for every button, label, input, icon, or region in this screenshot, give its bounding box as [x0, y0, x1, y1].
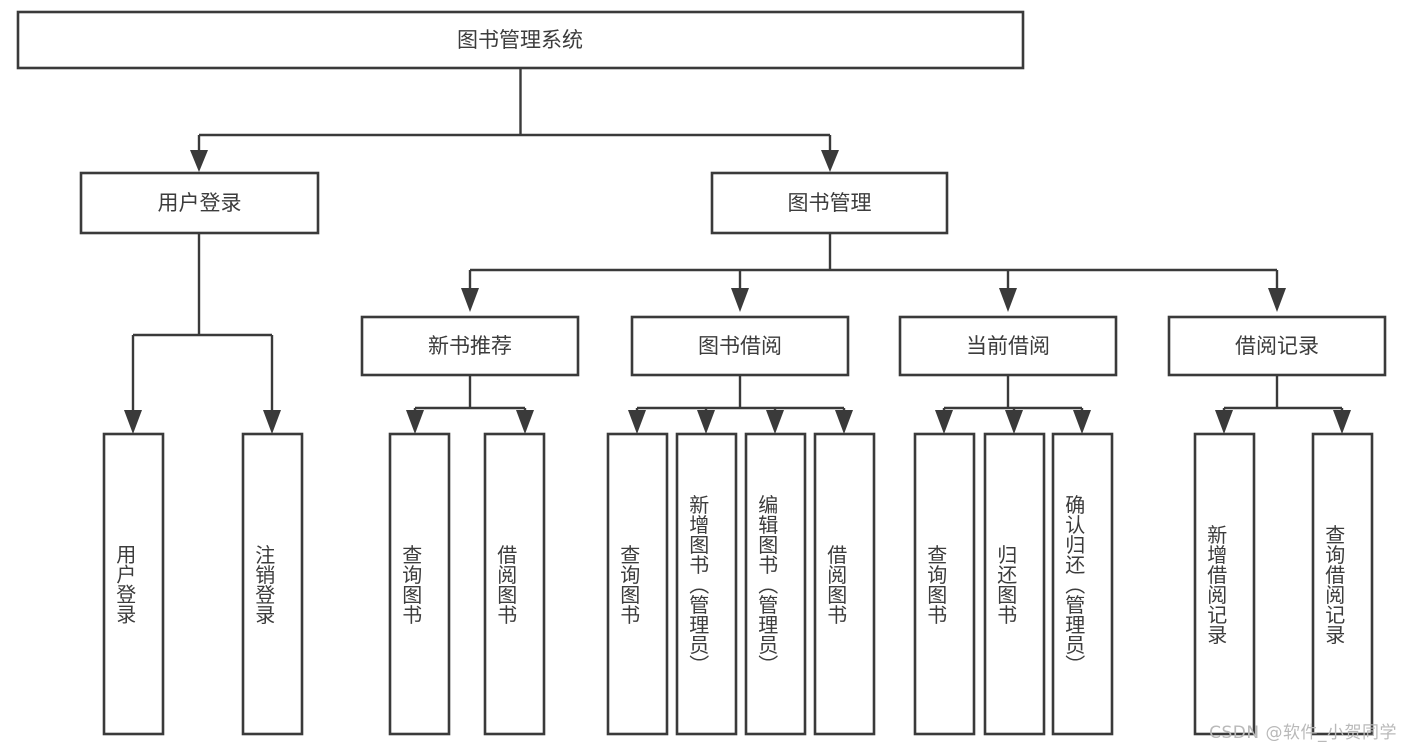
arrow-newbook-leaf-1 [406, 410, 424, 434]
node-book-borrow-label: 图书借阅 [698, 334, 782, 358]
node-user-login-box[interactable] [79, 171, 320, 235]
node-root-box[interactable] [16, 10, 1025, 70]
node-current-borrow[interactable]: 当前借阅 [898, 315, 1118, 377]
node-user-login[interactable]: 用户登录 [79, 171, 320, 235]
leaf-current-borrow-1-box[interactable] [913, 432, 976, 736]
leaf-current-borrow-1[interactable]: 查询图书 [913, 432, 976, 736]
leaf-borrow-record-1-box[interactable] [1193, 432, 1256, 736]
leaf-user-login-1-box[interactable] [102, 432, 165, 736]
arrow-currentborrow-leaf-3 [1073, 410, 1091, 434]
arrow-userlogin-leaf-1 [124, 410, 142, 434]
node-user-login-label: 用户登录 [158, 191, 242, 215]
arrow-bookmgmt-child-4 [1268, 288, 1286, 312]
leaf-new-book-2-label: 借阅图书 [494, 544, 518, 624]
leaf-borrow-record-1-label: 新增借阅记录 [1204, 524, 1228, 644]
arrow-currentborrow-leaf-2 [1005, 410, 1023, 434]
leaf-book-borrow-1-label: 查询图书 [617, 544, 641, 624]
node-root[interactable]: 图书管理系统 [16, 10, 1025, 70]
node-current-borrow-box[interactable] [898, 315, 1118, 377]
leaf-book-borrow-3[interactable]: 编辑图书（管理员） [744, 432, 807, 736]
node-book-management-box[interactable] [710, 171, 949, 235]
leaf-current-borrow-3-box[interactable] [1051, 432, 1114, 736]
leaf-new-book-1-box[interactable] [388, 432, 451, 736]
node-book-management[interactable]: 图书管理 [710, 171, 949, 235]
leaf-user-login-1-label: 用户登录 [113, 544, 137, 624]
arrow-userlogin-leaf-2 [263, 410, 281, 434]
leaf-new-book-1-label: 查询图书 [399, 544, 423, 624]
leaf-new-book-1[interactable]: 查询图书 [388, 432, 451, 736]
node-new-book-recommend[interactable]: 新书推荐 [360, 315, 580, 377]
node-book-borrow[interactable]: 图书借阅 [630, 315, 850, 377]
leaf-book-borrow-2-label: 新增图书（管理员） [686, 494, 710, 674]
leaf-current-borrow-2[interactable]: 归还图书 [983, 432, 1046, 736]
leaf-current-borrow-2-label: 归还图书 [994, 544, 1018, 624]
leaf-book-borrow-3-box[interactable] [744, 432, 807, 736]
leaf-book-borrow-1-box[interactable] [606, 432, 669, 736]
arrow-borrowrecord-leaf-2 [1333, 410, 1351, 434]
node-borrow-record[interactable]: 借阅记录 [1167, 315, 1387, 377]
node-book-management-label: 图书管理 [788, 191, 872, 215]
arrow-bookmgmt-child-2 [731, 288, 749, 312]
leaf-book-borrow-1[interactable]: 查询图书 [606, 432, 669, 736]
leaf-borrow-record-2[interactable]: 查询借阅记录 [1311, 432, 1374, 736]
leaf-book-borrow-4-box[interactable] [813, 432, 876, 736]
leaf-user-login-1[interactable]: 用户登录 [102, 432, 165, 736]
arrow-bookmgmt-child-1 [461, 288, 479, 312]
node-borrow-record-box[interactable] [1167, 315, 1387, 377]
leaf-book-borrow-2-box[interactable] [675, 432, 738, 736]
arrow-borrowrecord-leaf-1 [1215, 410, 1233, 434]
node-root-label: 图书管理系统 [457, 28, 583, 52]
leaf-current-borrow-3[interactable]: 确认归还（管理员） [1051, 432, 1114, 736]
arrow-bookborrow-leaf-4 [835, 410, 853, 434]
arrow-bookborrow-leaf-1 [628, 410, 646, 434]
leaf-borrow-record-2-label: 查询借阅记录 [1322, 524, 1346, 644]
leaf-user-login-2[interactable]: 注销登录 [241, 432, 304, 736]
leaf-new-book-2-box[interactable] [483, 432, 546, 736]
node-borrow-record-label: 借阅记录 [1235, 334, 1319, 358]
arrow-to-userlogin [190, 150, 208, 172]
arrow-currentborrow-leaf-1 [935, 410, 953, 434]
leaf-new-book-2[interactable]: 借阅图书 [483, 432, 546, 736]
arrow-bookmgmt-child-3 [999, 288, 1017, 312]
leaf-book-borrow-4[interactable]: 借阅图书 [813, 432, 876, 736]
node-new-book-recommend-label: 新书推荐 [428, 334, 512, 358]
leaf-user-login-2-box[interactable] [241, 432, 304, 736]
arrow-to-bookmgmt [821, 150, 839, 172]
leaf-borrow-record-1[interactable]: 新增借阅记录 [1193, 432, 1256, 736]
leaf-current-borrow-1-label: 查询图书 [924, 544, 948, 624]
arrow-bookborrow-leaf-3 [766, 410, 784, 434]
csdn-watermark: CSDN @软件_小贺同学 [1209, 723, 1397, 743]
leaf-book-borrow-2[interactable]: 新增图书（管理员） [675, 432, 738, 736]
arrow-newbook-leaf-2 [516, 410, 534, 434]
leaf-user-login-2-label: 注销登录 [252, 544, 276, 624]
leaf-borrow-record-2-box[interactable] [1311, 432, 1374, 736]
node-book-borrow-box[interactable] [630, 315, 850, 377]
leaf-book-borrow-3-label: 编辑图书（管理员） [755, 494, 779, 674]
leaf-current-borrow-2-box[interactable] [983, 432, 1046, 736]
connector-layer [124, 68, 1351, 434]
arrow-bookborrow-leaf-2 [697, 410, 715, 434]
leaf-book-borrow-4-label: 借阅图书 [824, 544, 848, 624]
node-new-book-recommend-box[interactable] [360, 315, 580, 377]
node-current-borrow-label: 当前借阅 [966, 334, 1050, 358]
leaf-current-borrow-3-label: 确认归还（管理员） [1062, 494, 1086, 674]
